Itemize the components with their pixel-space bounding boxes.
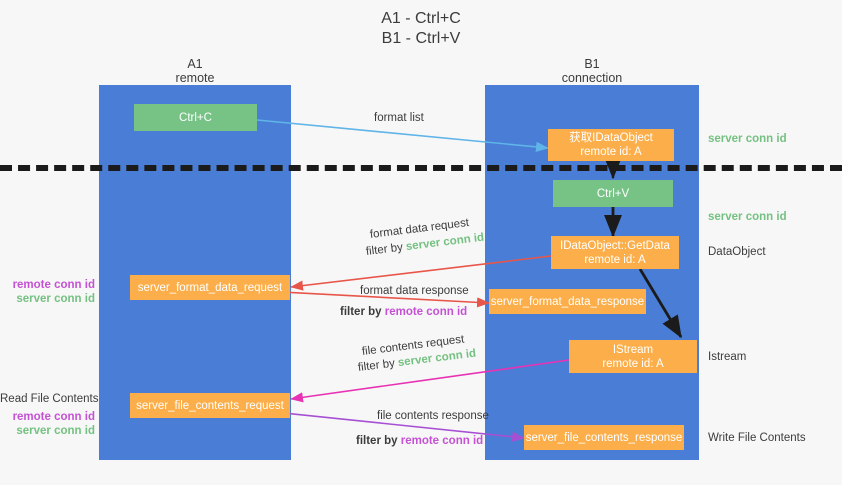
filter-prefix-4: filter by [356,435,401,447]
phase-divider [0,165,842,181]
box-istream-line1: IStream [612,343,654,356]
box-ctrl-c[interactable]: Ctrl+C [134,104,257,131]
annotation-remote-conn-id-lower: remote conn id [12,411,95,423]
box-server-file-contents-response[interactable]: server_file_contents_response [524,425,684,450]
box-ctrl-v[interactable]: Ctrl+V [553,180,673,207]
annotation-data-object: DataObject [708,246,766,258]
filter-prefix-1: filter by [365,241,407,258]
filter-key-4: remote conn id [400,435,484,447]
filter-prefix-3: filter by [357,357,399,374]
box-server-format-data-request[interactable]: server_format_data_request [130,275,290,300]
arrow-label-format-data-response-filter: filter by remote conn id [340,305,467,319]
arrow-label-format-data-response: format data response [360,285,469,297]
box-istream-line2: remote id: A [602,357,664,370]
filter-key-2: remote conn id [384,306,468,318]
box-get-data[interactable]: IDataObject::GetData remote id: A [551,236,679,269]
annotation-server-conn-id-upper: server conn id [16,293,95,305]
annotation-server-conn-id-top: server conn id [708,133,787,145]
page-title: A1 - Ctrl+C B1 - Ctrl+V [381,10,461,47]
arrow-label-file-contents-response: file contents response [377,410,489,422]
box-ctrl-c-line1: Ctrl+C [179,111,212,124]
box-data-object-create-line2: remote id: A [580,146,642,158]
annotation-server-conn-id-lower: server conn id [16,425,95,437]
annotation-write-file-contents: Write File Contents [708,432,806,444]
annotation-remote-conn-id-upper: remote conn id [12,279,95,291]
box-server-format-data-request-label: server_format_data_request [137,281,283,294]
arrow-label-format-list: format list [374,112,424,124]
box-get-data-line1: IDataObject::GetData [560,239,670,252]
box-server-file-contents-request[interactable]: server_file_contents_request [130,393,290,418]
box-istream[interactable]: IStream remote id: A [569,340,697,373]
box-data-object-create-line1: 获取IDataObject [569,132,653,144]
annotation-istream: Istream [708,351,747,363]
column-header-b1: B1 connection [561,57,623,85]
filter-prefix-2: filter by [340,306,385,318]
box-ctrl-v-line1: Ctrl+V [596,187,630,200]
box-server-format-data-response-label: server_format_data_response [490,295,645,308]
column-header-a1: A1 remote [175,57,215,85]
box-get-data-line2: remote id: A [584,253,646,266]
box-server-file-contents-request-label: server_file_contents_request [136,399,284,412]
box-server-file-contents-response-label: server_file_contents_response [525,431,683,444]
box-server-format-data-response[interactable]: server_format_data_response [489,289,646,314]
annotation-read-file-contents: Read File Contents [0,393,99,405]
box-data-object-create[interactable]: 获取IDataObject remote id: A [548,129,674,161]
annotation-server-conn-id-second: server conn id [708,211,787,223]
arrow-label-file-contents-response-filter: filter by remote conn id [356,434,483,448]
